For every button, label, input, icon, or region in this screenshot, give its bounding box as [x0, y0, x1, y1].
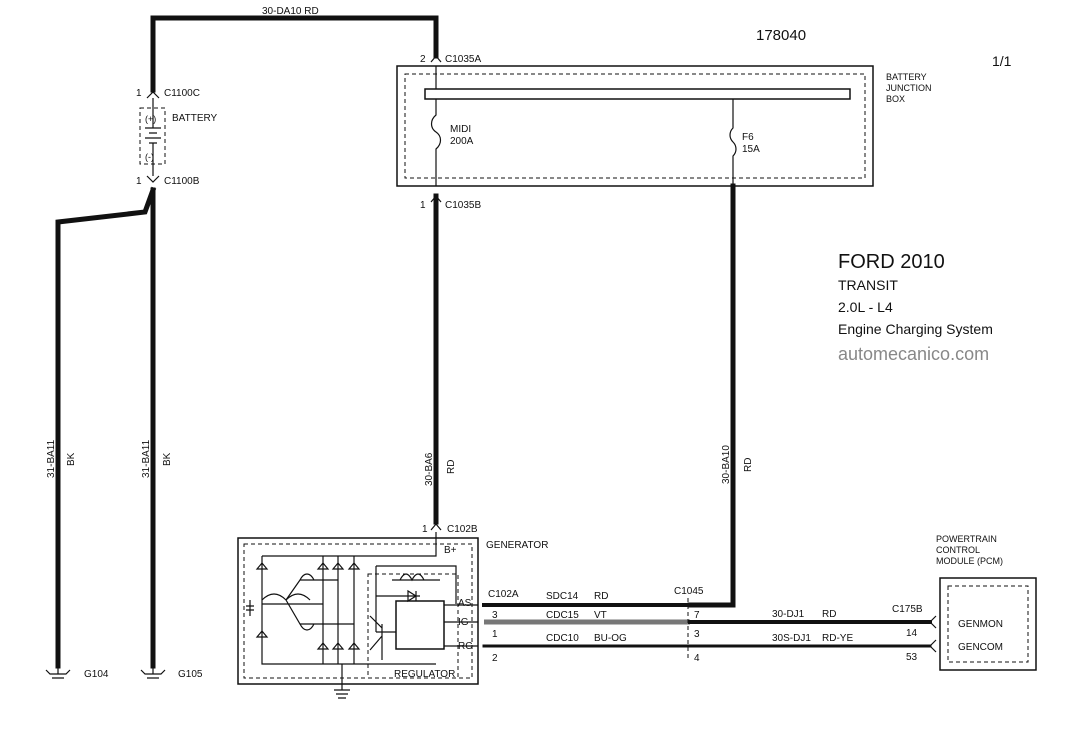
title-system: Engine Charging System [838, 321, 993, 337]
wire-label-30-ba6: 30-BA6 [424, 452, 435, 486]
wire-label-cdc15-color: VT [594, 610, 607, 621]
ground-g105-icon [140, 666, 166, 679]
wire-label-30-ba10-color: RD [743, 458, 754, 472]
wire-label-cdc10: CDC10 [546, 633, 579, 644]
wire-label-30-ba10: 30-BA10 [721, 445, 732, 484]
connector-c1100c-label: C1100C [164, 88, 200, 99]
title-make-year: FORD 2010 [838, 251, 945, 273]
battery-label: BATTERY [172, 113, 218, 124]
watermark: automecanico.com [838, 344, 989, 364]
wire-30-da10 [150, 15, 439, 93]
bjb-label-2: JUNCTION [886, 83, 932, 93]
wire-label-30s-dj1: 30S-DJ1 [772, 633, 811, 644]
field-coil-icon [375, 565, 457, 632]
fuse-midi-icon [430, 99, 442, 186]
wire-label-cdc15: CDC15 [546, 610, 579, 621]
ground-g104-icon [45, 666, 71, 679]
fuse-f6-rating: 15A [742, 144, 760, 155]
ground-g105-label: G105 [178, 669, 203, 680]
diagram-id: 178040 [756, 27, 806, 44]
wire-31-ba11-left [55, 186, 157, 669]
stator-winding-icon [261, 573, 354, 631]
battery-icon [145, 98, 161, 176]
wire-label-sdc14-color: RD [594, 591, 608, 602]
regulator [367, 573, 459, 679]
wire-label-cdc10-color: BU-OG [594, 633, 627, 644]
wire-label-30-dj1: 30-DJ1 [772, 609, 805, 620]
pcm-label-1: POWERTRAIN [936, 534, 997, 544]
fuse-midi-rating: 200A [450, 136, 474, 147]
bjb-label-3: BOX [886, 94, 905, 104]
generator-inner [243, 543, 473, 679]
pcm-pin-gencom: GENCOM [958, 642, 1003, 653]
wire-bplus-internal [261, 532, 437, 665]
battery-plus: (+) [145, 114, 156, 124]
wire-label-30-ba6-color: RD [446, 460, 457, 474]
connector-c102b-label: C102B [447, 524, 478, 535]
pcm-label-2: CONTROL [936, 545, 980, 555]
connector-c1100b-label: C1100B [164, 176, 200, 187]
connector-c1045-label: C1045 [674, 586, 704, 597]
title-engine: 2.0L - L4 [838, 299, 893, 315]
connector-c1100b-icon [146, 175, 160, 183]
connector-c1035b-label: C1035B [445, 200, 481, 211]
connector-c1100b-pin: 1 [136, 176, 142, 187]
pcm-label-3: MODULE (PCM) [936, 556, 1003, 566]
fuse-f6-icon [729, 99, 737, 186]
bjb-label-1: BATTERY [886, 72, 927, 82]
generator-pin-as: AS [458, 598, 472, 609]
wire-label-right-circuit: 31-BA11 [141, 439, 152, 478]
connector-c102b-icon [430, 523, 442, 531]
pcm-module [939, 577, 1037, 671]
connector-c1035a-pin: 2 [420, 54, 426, 65]
wire-label-30-da10: 30-DA10 RD [262, 6, 319, 17]
wire-label-30s-dj1-color: RD-YE [822, 633, 853, 644]
connector-c1100c-icon [146, 91, 160, 99]
rectifier-diodes-icon [246, 556, 361, 664]
connector-c175b-icon [929, 615, 937, 653]
wire-label-right-color: BK [162, 452, 173, 466]
connector-c1045-pin-3: 3 [694, 629, 700, 640]
ground-g104-label: G104 [84, 669, 109, 680]
generator-pin-bplus: B+ [444, 545, 457, 556]
generator [237, 537, 479, 685]
page-number: 1/1 [992, 53, 1012, 69]
battery-minus: (-) [145, 152, 154, 162]
connector-c1045-pin-4: 4 [694, 653, 700, 664]
pcm-pin-14: 14 [906, 628, 918, 639]
pcm-pin-53: 53 [906, 652, 918, 663]
wire-30-ba10 [687, 183, 736, 608]
field-diode-icon [376, 589, 420, 603]
generator-label: GENERATOR [486, 540, 548, 551]
connector-c102a-pin-3: 3 [492, 610, 498, 621]
regulator-transistor-icon [369, 615, 396, 660]
connector-c175b-label: C175B [892, 604, 923, 615]
wire-label-left-color: BK [66, 452, 77, 466]
battery-junction-box-inner [404, 73, 866, 179]
wire-label-30-dj1-color: RD [822, 609, 836, 620]
connector-c1035a-icon [430, 55, 442, 63]
connector-c1035a-label: C1035A [445, 54, 481, 65]
connector-c102b-pin: 1 [422, 524, 428, 535]
busbar [424, 88, 851, 100]
connector-c102a-pin-1: 1 [492, 629, 498, 640]
fuse-f6-name: F6 [742, 132, 754, 143]
connector-c1100c-pin: 1 [136, 88, 142, 99]
pcm-pin-genmon: GENMON [958, 619, 1003, 630]
wire-label-sdc14: SDC14 [546, 591, 579, 602]
connector-c1045-pin-7: 7 [694, 610, 700, 621]
regulator-ground-icon [334, 664, 350, 699]
wire-internal-pins [444, 604, 478, 647]
connector-c102a-label: C102A [488, 589, 519, 600]
connector-c1035b-pin: 1 [420, 200, 426, 211]
connector-c102a-pin-2: 2 [492, 653, 498, 664]
pcm-module-inner [947, 585, 1029, 663]
fuse-midi-name: MIDI [450, 124, 471, 135]
regulator-chip [395, 600, 445, 650]
battery-junction-box [396, 65, 874, 187]
regulator-label: REGULATOR [394, 669, 455, 680]
wire-label-left-circuit: 31-BA11 [46, 439, 57, 478]
title-model: TRANSIT [838, 277, 898, 293]
